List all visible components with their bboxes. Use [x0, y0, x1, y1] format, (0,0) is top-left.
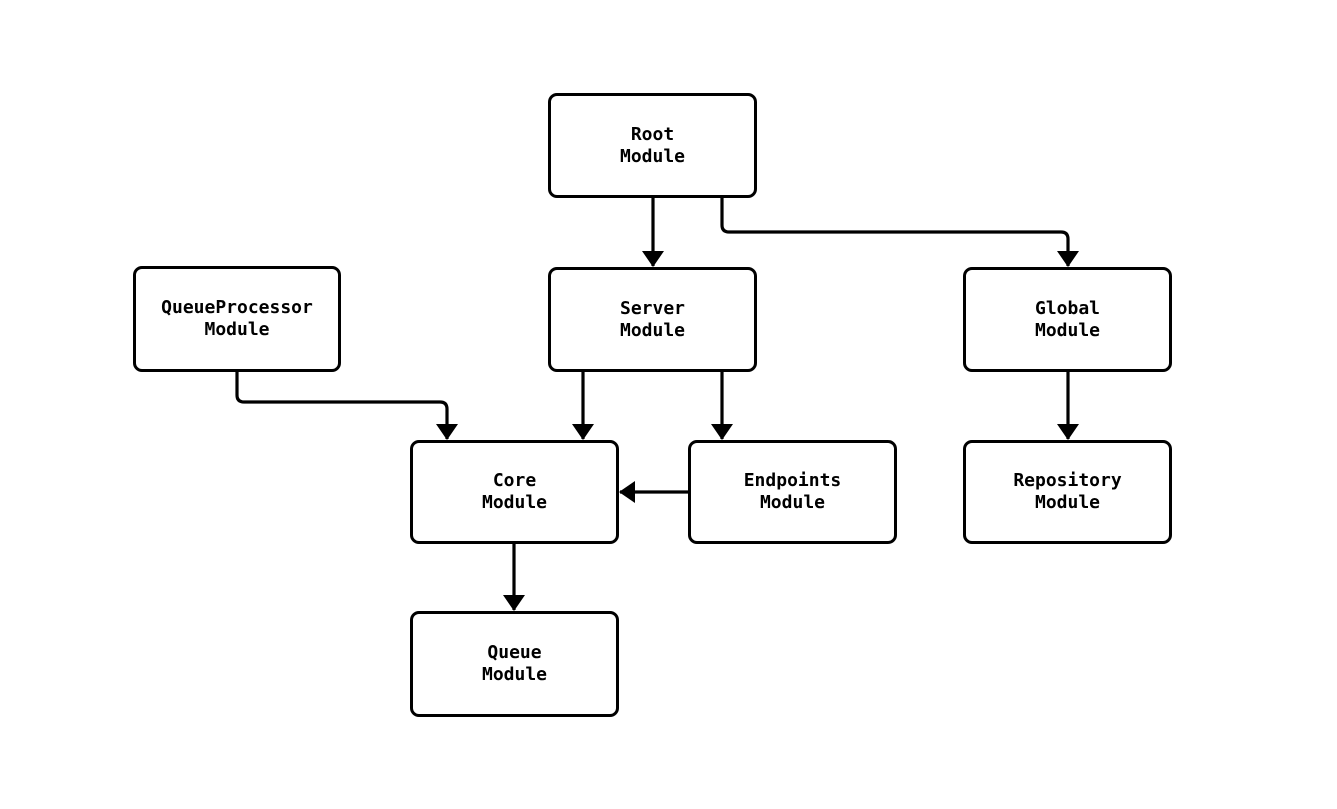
edge-group: [235, 198, 1079, 611]
node-server-module: Server Module: [548, 267, 757, 372]
node-queue-module: Queue Module: [410, 611, 619, 717]
node-label: Global Module: [1034, 297, 1101, 341]
node-label: Endpoints Module: [743, 470, 842, 513]
node-queueprocessor-module: QueueProcessor Module: [133, 266, 341, 372]
node-endpoints-module: Endpoints Module: [688, 440, 897, 544]
node-label: QueueProcessor Module: [161, 297, 313, 340]
edge-queueprocessor-to-core: [235, 372, 458, 440]
node-label: Core Module: [481, 470, 548, 513]
node-label: Repository Module: [1013, 470, 1122, 513]
node-label: Root Module: [619, 123, 686, 167]
node-label: Queue Module: [481, 642, 548, 685]
edge-root-to-global: [720, 198, 1079, 267]
node-core-module: Core Module: [410, 440, 619, 544]
node-root-module: Root Module: [548, 93, 757, 198]
node-global-module: Global Module: [963, 267, 1172, 372]
node-repository-module: Repository Module: [963, 440, 1172, 544]
node-label: Server Module: [619, 297, 686, 341]
